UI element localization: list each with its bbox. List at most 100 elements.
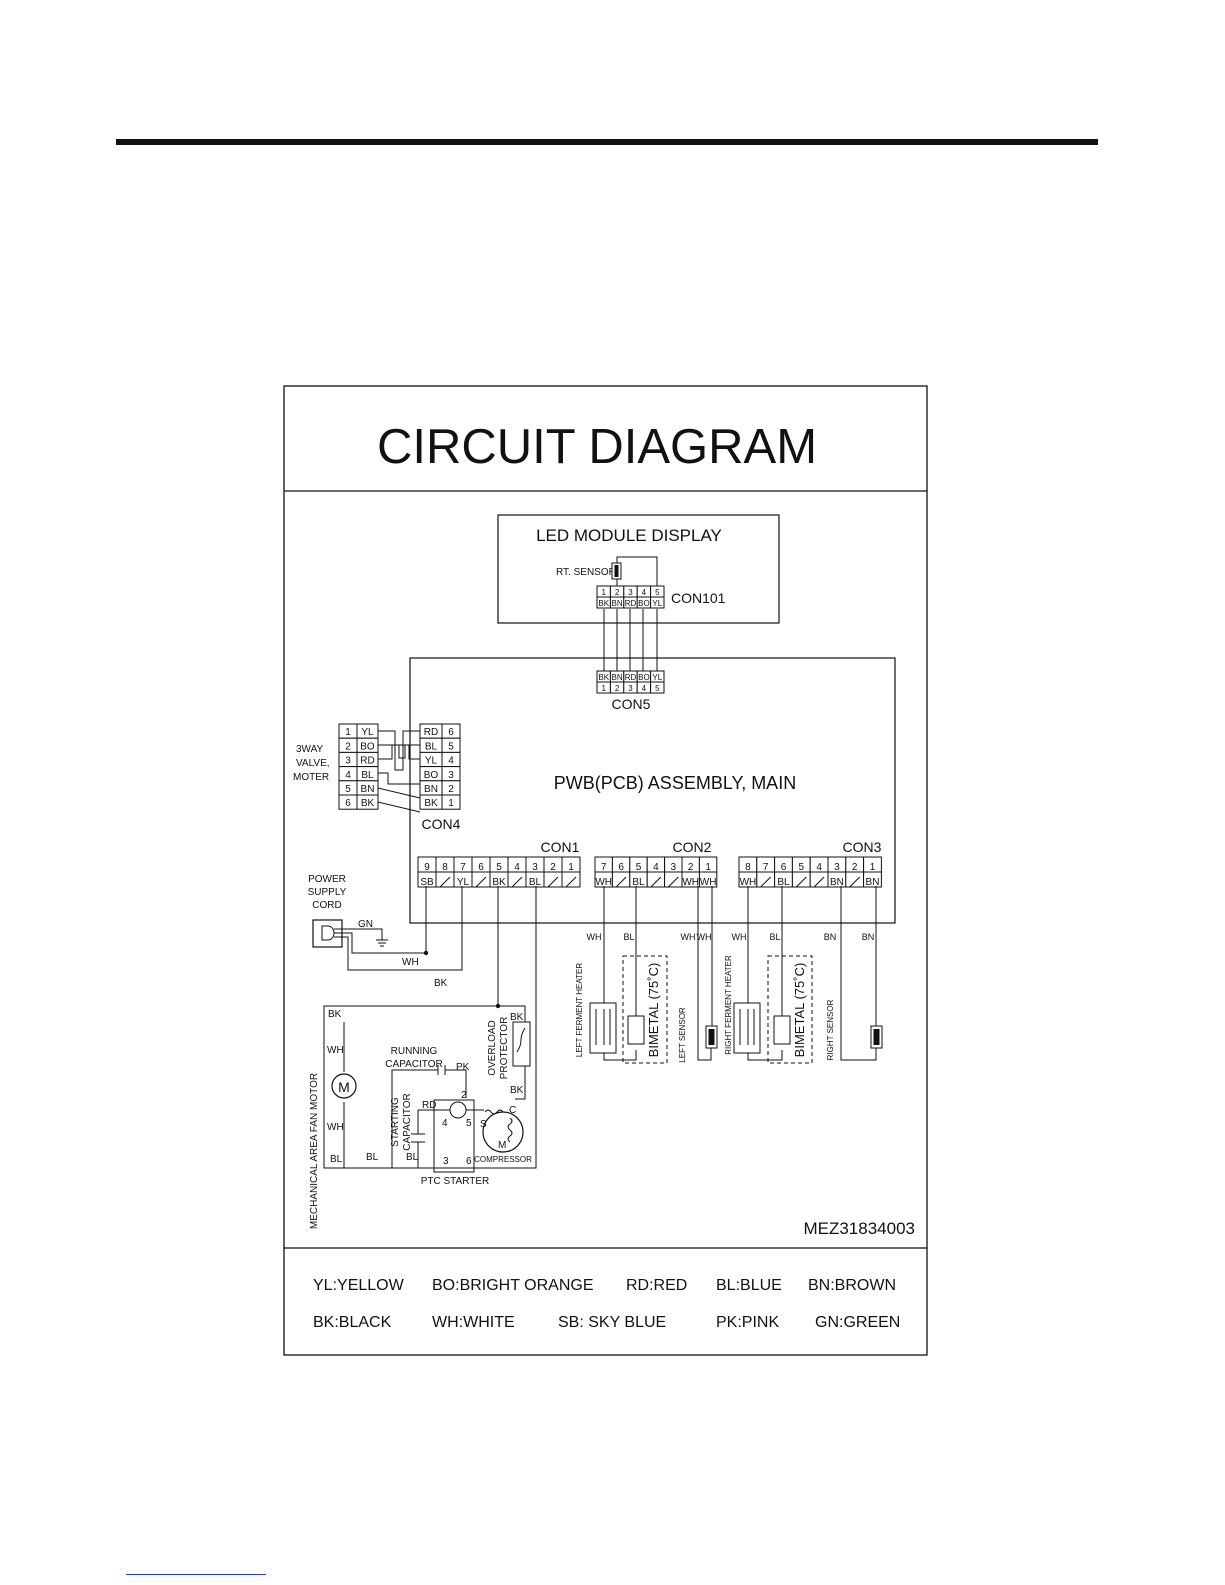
- con3-bottom-2: BL: [777, 877, 790, 888]
- con5-top-1: BN: [612, 673, 623, 682]
- con4-left-4: BN: [424, 784, 438, 795]
- valve-left-5: 6: [345, 798, 351, 809]
- legend-pk: PK:PINK: [716, 1314, 779, 1331]
- legend-bo: BO:BRIGHT ORANGE: [432, 1277, 594, 1294]
- con2-bottom-6: WH: [700, 877, 717, 888]
- right-heater-label: RIGHT FERMENT HEATER: [724, 955, 733, 1055]
- starting-capacitor-2: CAPACITOR: [402, 1093, 413, 1150]
- con1-top-4: 5: [496, 862, 502, 873]
- con1-top-0: 9: [424, 862, 430, 873]
- con3-top-6: 2: [852, 862, 858, 873]
- wire-bl-cap: BL: [366, 1152, 379, 1163]
- con1-top-7: 2: [550, 862, 556, 873]
- right-sensor-label: RIGHT SENSOR: [826, 999, 835, 1060]
- footer-underline: [126, 1574, 266, 1575]
- con5-bottom-0: 1: [601, 684, 606, 693]
- empty-pin-slash: [615, 876, 627, 888]
- compressor-m: M: [498, 1140, 506, 1151]
- wire-label-con3-bn1: BN: [862, 932, 875, 942]
- right-heater-icon: [733, 1002, 761, 1054]
- con1-top-6: 3: [532, 862, 538, 873]
- wire-label-con2-wh1: WH: [697, 932, 712, 942]
- ptc-starter-label: PTC STARTER: [421, 1176, 490, 1187]
- con1-top-1: 8: [442, 862, 448, 873]
- con2-top-4: 3: [671, 862, 677, 873]
- power-label-1: POWER: [308, 874, 346, 885]
- con2-top-3: 4: [653, 862, 659, 873]
- con3-bottom-5: BN: [830, 877, 844, 888]
- empty-pin-slash: [439, 876, 451, 888]
- con1-bottom-4: BK: [492, 877, 506, 888]
- con2-bottom-2: BL: [632, 877, 645, 888]
- overload-protector-icon: [512, 1021, 531, 1067]
- fan-motor-label: MECHANICAL AREA FAN MOTOR: [309, 1073, 320, 1229]
- con3-label: CON3: [843, 839, 882, 855]
- wire-label-con2-bl: BL: [623, 932, 634, 942]
- valve-label-3: MOTER: [293, 772, 329, 783]
- compressor-c: C: [509, 1105, 516, 1116]
- con2-top-2: 5: [636, 862, 642, 873]
- left-sensor-label: LEFT SENSOR: [678, 1007, 687, 1063]
- legend-bk: BK:BLACK: [313, 1314, 392, 1331]
- con101-bottom-1: BN: [612, 599, 623, 608]
- empty-pin-slash: [650, 876, 662, 888]
- wire-bk-fan: BK: [328, 1009, 342, 1020]
- empty-pin-slash: [849, 876, 861, 888]
- ptc-thermistor-icon: [449, 1101, 467, 1119]
- con1-top-3: 6: [478, 862, 484, 873]
- con4-right-3: 3: [448, 770, 454, 781]
- con3-top-5: 3: [834, 862, 840, 873]
- legend-yl: YL:YELLOW: [313, 1277, 405, 1294]
- legend-bl: BL:BLUE: [716, 1277, 782, 1294]
- legend-wh: WH:WHITE: [432, 1314, 515, 1331]
- empty-pin-slash: [475, 876, 487, 888]
- running-capacitor-2: CAPACITOR: [385, 1059, 442, 1070]
- overload-label-1: OVERLOAD: [487, 1020, 498, 1076]
- con101-top-1: 2: [615, 588, 620, 597]
- con4-left-0: RD: [424, 727, 438, 738]
- header-rule: [116, 139, 1098, 145]
- wire-label-con3-bl: BL: [769, 932, 780, 942]
- fan-motor-symbol: M: [338, 1079, 350, 1095]
- bk-label: BK: [434, 978, 448, 989]
- fan-motor-icon: [331, 1073, 357, 1099]
- wire-label-con3-bn3: BN: [824, 932, 837, 942]
- valve-left-0: 1: [345, 727, 351, 738]
- valve-right-3: BL: [361, 770, 374, 781]
- wire-wh-fan-bottom: WH: [327, 1122, 344, 1133]
- diagram-title: CIRCUIT DIAGRAM: [377, 420, 817, 474]
- gn-label: GN: [358, 919, 373, 930]
- con2-bottom-0: WH: [595, 877, 612, 888]
- ptc-pin-2: 2: [461, 1090, 467, 1101]
- con2-top-1: 6: [618, 862, 624, 873]
- con1-top-8: 1: [568, 862, 574, 873]
- con101-top-4: 5: [655, 588, 660, 597]
- con3-top-3: 5: [799, 862, 805, 873]
- legend-gn: GN:GREEN: [815, 1314, 900, 1331]
- con1-bottom-0: SB: [420, 877, 434, 888]
- con4-label: CON4: [422, 816, 461, 832]
- empty-pin-slash: [547, 876, 559, 888]
- left-heater-icon: [589, 1002, 617, 1054]
- part-number: MEZ31834003: [803, 1219, 915, 1238]
- valve-right-2: RD: [360, 756, 374, 767]
- main-board-title: PWB(PCB) ASSEMBLY, MAIN: [554, 773, 796, 793]
- con2-top-5: 2: [688, 862, 694, 873]
- con3-bottom-7: BN: [866, 877, 880, 888]
- con2-top-0: 7: [601, 862, 607, 873]
- overload-label-2: PROTECTOR: [499, 1017, 510, 1080]
- con4-right-2: 4: [448, 756, 454, 767]
- rt-sensor-label: RT. SENSOR: [556, 567, 616, 578]
- empty-pin-slash: [511, 876, 523, 888]
- con5-top-2: RD: [625, 673, 637, 682]
- con3-bottom-0: WH: [740, 877, 757, 888]
- con5-bottom-4: 5: [655, 684, 660, 693]
- con5-bottom-3: 4: [642, 684, 647, 693]
- con101-label: CON101: [671, 590, 726, 606]
